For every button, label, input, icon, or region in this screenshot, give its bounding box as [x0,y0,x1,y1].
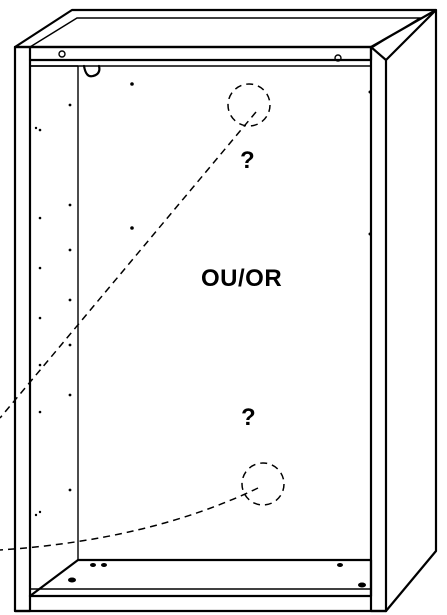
callout-line-bottom [0,487,259,551]
cabinet-frame [13,8,438,613]
shelf-pin-hole [68,393,72,397]
bottom-dowel-hole [337,563,343,567]
callout-circle-bottom [241,462,285,506]
cam-lock-fitting [82,64,101,78]
right-side-depth [384,8,438,613]
shelf-pin-hole [38,510,42,514]
callout-line-top [0,111,257,419]
question-mark-bottom: ? [241,404,256,431]
shelf-pin-hole [68,103,72,107]
bottom-panel-outline [28,558,373,598]
top-dowel-hole-left [58,50,66,58]
shelf-pin-hole [38,216,42,220]
alternative-label: OU/OR [201,265,283,292]
shelf-pin-hole [38,316,42,320]
question-mark-top: ? [240,147,255,174]
back-pin-dot [368,90,372,94]
shelf-pin-hole [68,488,72,492]
callout-circle-top [227,83,271,127]
callout-top [0,83,271,419]
shelf-pin-hole [38,410,42,414]
back-pin-dot [368,232,372,236]
shelf-pin-hole [38,266,42,270]
shelf-pin-hole [38,128,42,132]
bottom-dowel-hole [358,582,366,588]
shelf-pin-hole [68,203,72,207]
top-panel-outline [13,8,438,49]
left-side-panel [13,45,32,613]
fittings [34,50,372,588]
shelf-pin-hole [34,513,38,517]
shelf-pin-hole [68,248,72,252]
shelf-pin-hole [34,126,38,130]
back-pin-dot [130,82,134,86]
shelf-pin-hole [68,298,72,302]
right-side-panel [369,45,388,613]
top-dowel-hole-right [334,54,342,62]
back-pin-dot [130,226,134,230]
callout-bottom [0,462,285,551]
bottom-dowel-hole [101,563,107,567]
front-top-rail [13,45,373,62]
top-panel-inner-edge [29,17,423,48]
bottom-dowel-hole [90,563,96,567]
shelf-pin-hole [68,343,72,347]
bottom-dowel-hole [68,577,76,583]
shelf-pin-hole [38,363,42,367]
